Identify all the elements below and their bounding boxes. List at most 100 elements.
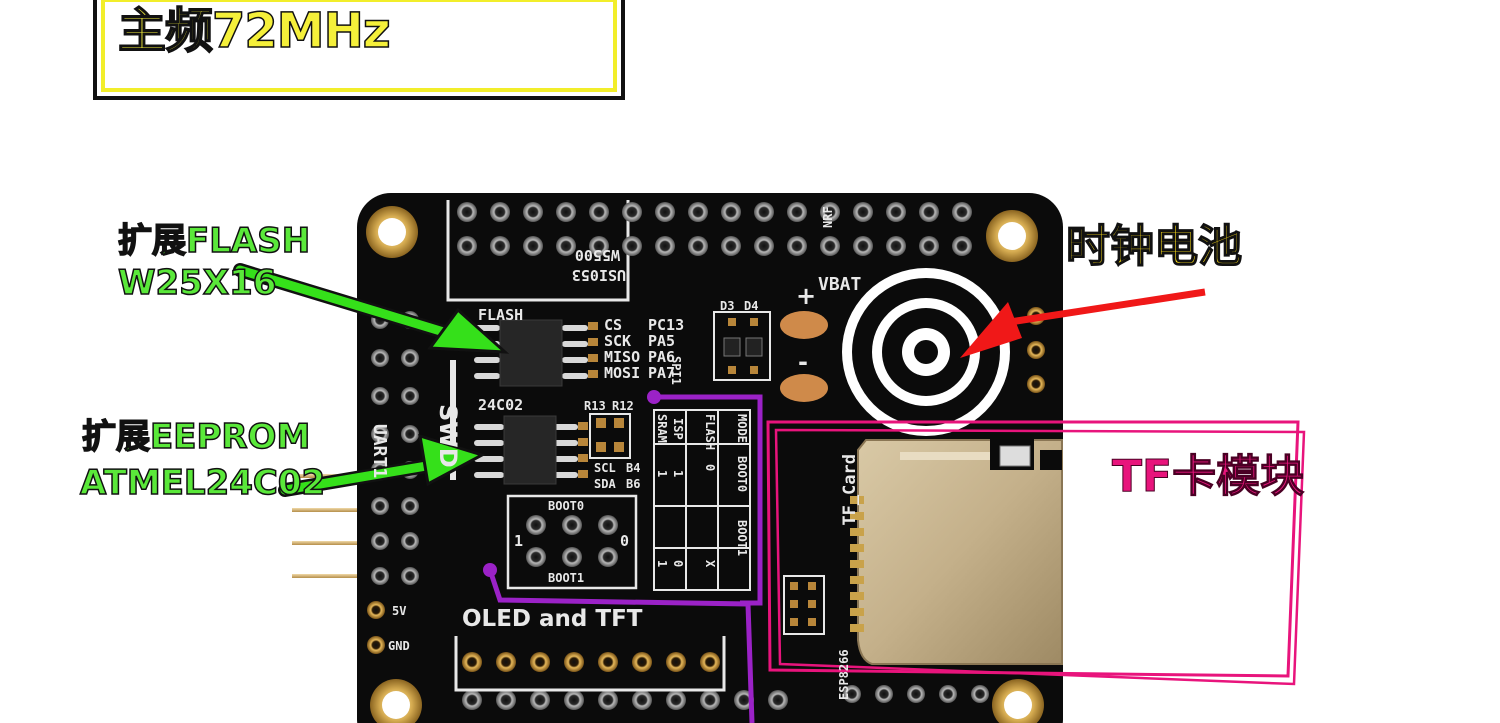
tf-contact bbox=[850, 592, 864, 600]
header-pad bbox=[496, 690, 516, 710]
header-pad bbox=[598, 690, 618, 710]
tf-contact bbox=[850, 528, 864, 536]
header-pad bbox=[843, 685, 861, 703]
silk-flash-mode: FLASH bbox=[703, 414, 717, 451]
header-pad bbox=[401, 497, 419, 515]
header-pad bbox=[886, 202, 906, 222]
header-pad bbox=[589, 202, 609, 222]
silk-5v: 5V bbox=[392, 604, 407, 618]
tf-module-frame bbox=[766, 420, 1306, 686]
header-pad bbox=[655, 202, 675, 222]
silk-r12: R12 bbox=[612, 399, 634, 413]
bottom-header-row-gold bbox=[462, 652, 720, 672]
header-pad bbox=[721, 236, 741, 256]
header-pad bbox=[490, 202, 510, 222]
silk-esp8266: ESP8266 bbox=[837, 649, 851, 700]
status-leds bbox=[713, 311, 771, 381]
header-pad bbox=[721, 202, 741, 222]
header-pad bbox=[462, 690, 482, 710]
header-pad bbox=[820, 202, 840, 222]
header-pad bbox=[371, 387, 389, 405]
eeprom-callout: 扩展EEPROM bbox=[81, 417, 311, 457]
header-pad bbox=[401, 387, 419, 405]
header-pad bbox=[919, 202, 939, 222]
silk-sram-mode: SRAM bbox=[655, 414, 669, 443]
header-pad bbox=[666, 652, 686, 672]
header-pad bbox=[523, 236, 543, 256]
tf-contact bbox=[850, 576, 864, 584]
header-pad bbox=[457, 236, 477, 256]
header-pad bbox=[700, 652, 720, 672]
silk-boot0: BOOT0 bbox=[548, 499, 585, 513]
tf-contact bbox=[850, 544, 864, 552]
silk-swd: SWD bbox=[434, 404, 462, 468]
silk-usi053: USI053 bbox=[571, 266, 626, 284]
header-pad bbox=[952, 202, 972, 222]
silk-minus: - bbox=[798, 348, 808, 376]
silk-v1b: 1 bbox=[655, 470, 669, 478]
header-pad bbox=[768, 690, 788, 710]
rtc-battery-holder bbox=[842, 268, 1010, 436]
header-pad bbox=[401, 425, 419, 443]
silk-mosi: MOSI bbox=[604, 364, 641, 382]
silk-pa5: PA5 bbox=[648, 332, 676, 350]
header-pad bbox=[875, 685, 893, 703]
header-pad bbox=[655, 236, 675, 256]
silk-v1c: 1 bbox=[655, 560, 669, 568]
silk-w5500: W5500 bbox=[574, 246, 620, 264]
tf-contact bbox=[850, 496, 864, 504]
header-pad bbox=[632, 652, 652, 672]
header-pad bbox=[688, 236, 708, 256]
silk-d4: D4 bbox=[744, 299, 759, 313]
top-header-row-1 bbox=[457, 202, 972, 222]
header-pad bbox=[598, 652, 618, 672]
header-pad bbox=[754, 202, 774, 222]
header-pad bbox=[622, 202, 642, 222]
header-pad bbox=[1027, 341, 1045, 359]
silk-miso: MISO bbox=[604, 348, 641, 366]
header-pad bbox=[367, 601, 385, 619]
silk-scl: SCL bbox=[594, 461, 616, 475]
header-pad bbox=[622, 236, 642, 256]
header-pad bbox=[666, 690, 686, 710]
silk-mode-hdr: MODE bbox=[735, 414, 749, 443]
header-pad bbox=[700, 690, 720, 710]
silk-sda: SDA bbox=[594, 477, 616, 491]
header-pad bbox=[688, 202, 708, 222]
header-pad bbox=[787, 202, 807, 222]
header-pad bbox=[971, 685, 989, 703]
header-pad bbox=[401, 567, 419, 585]
header-pad bbox=[530, 652, 550, 672]
silk-boot1: BOOT1 bbox=[548, 571, 585, 585]
top-header-row-2 bbox=[457, 236, 972, 256]
eeprom-chip-callout: ATMEL24C02 bbox=[79, 463, 326, 503]
tf-card-pins bbox=[850, 496, 864, 632]
header-pad bbox=[564, 690, 584, 710]
vbat-plus-pad bbox=[780, 311, 828, 339]
header-pad bbox=[589, 236, 609, 256]
header-pad bbox=[853, 202, 873, 222]
cpu-frequency-frame bbox=[93, 0, 625, 100]
silk-r13: R13 bbox=[584, 399, 606, 413]
silk-b4: B4 bbox=[626, 461, 641, 475]
silk-pa6: PA6 bbox=[648, 348, 676, 366]
header-pad bbox=[530, 690, 550, 710]
silk-spi1: SPI1 bbox=[669, 356, 683, 385]
header-pad bbox=[371, 532, 389, 550]
silk-vbat: VBAT bbox=[818, 274, 862, 295]
tf-contact bbox=[850, 608, 864, 616]
silk-tf-card: TF_Card bbox=[840, 454, 860, 526]
header-pad bbox=[919, 236, 939, 256]
tf-card-slot bbox=[857, 436, 1063, 665]
silk-sck: SCK bbox=[604, 332, 632, 350]
header-pad bbox=[490, 236, 510, 256]
silk-boot1-hdr: BOOT1 bbox=[735, 520, 749, 557]
boot-jumper-block bbox=[506, 494, 638, 590]
header-pad bbox=[457, 202, 477, 222]
header-pad bbox=[371, 425, 389, 443]
header-pad bbox=[462, 652, 482, 672]
header-pad bbox=[367, 636, 385, 654]
flash-chip bbox=[474, 319, 598, 387]
